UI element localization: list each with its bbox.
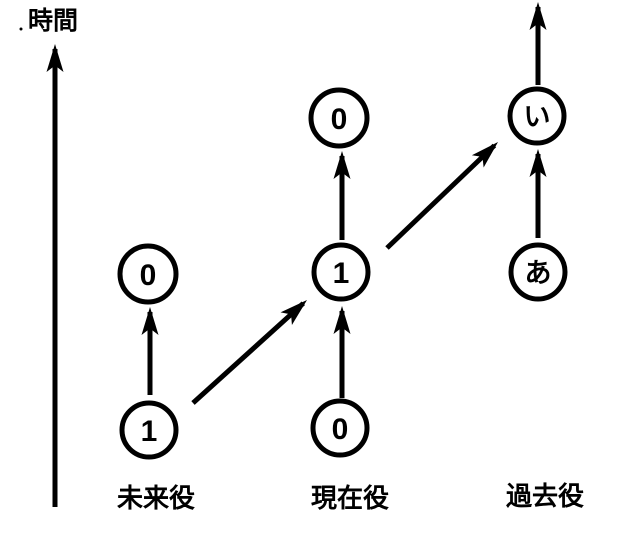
node-past-bottom: あ [508,242,568,302]
node-circle [508,242,568,302]
node-label: あ [525,258,552,288]
node-present-middle: 1 [311,242,371,302]
node-label: 1 [141,415,158,448]
ink-speck [19,27,23,31]
node-circle [507,86,567,146]
node-circle [117,243,179,305]
column-label-present: 現在役 [311,483,389,513]
node-present-top: 0 [308,87,370,149]
node-label: 0 [140,259,157,292]
node-circle [119,400,179,460]
node-label: 1 [333,257,350,290]
column-label-future: 未来役 [117,483,195,513]
node-circle [311,242,371,302]
node-circle [308,87,370,149]
arrow-future-1-to-present-1 [191,299,308,405]
node-past-top: い [507,86,567,146]
node-label: い [524,102,551,132]
node-label: 0 [331,103,348,136]
column-label-past: 過去役 [506,481,584,511]
node-label: 0 [332,413,349,446]
arrow-present-1-to-past-i [385,142,499,250]
node-present-bottom: 0 [310,398,370,458]
time-axis: 時間 [19,6,78,507]
node-future-top: 0 [117,243,179,305]
time-axis-label: 時間 [28,6,78,35]
node-future-bottom: 1 [119,400,179,460]
node-circle [310,398,370,458]
